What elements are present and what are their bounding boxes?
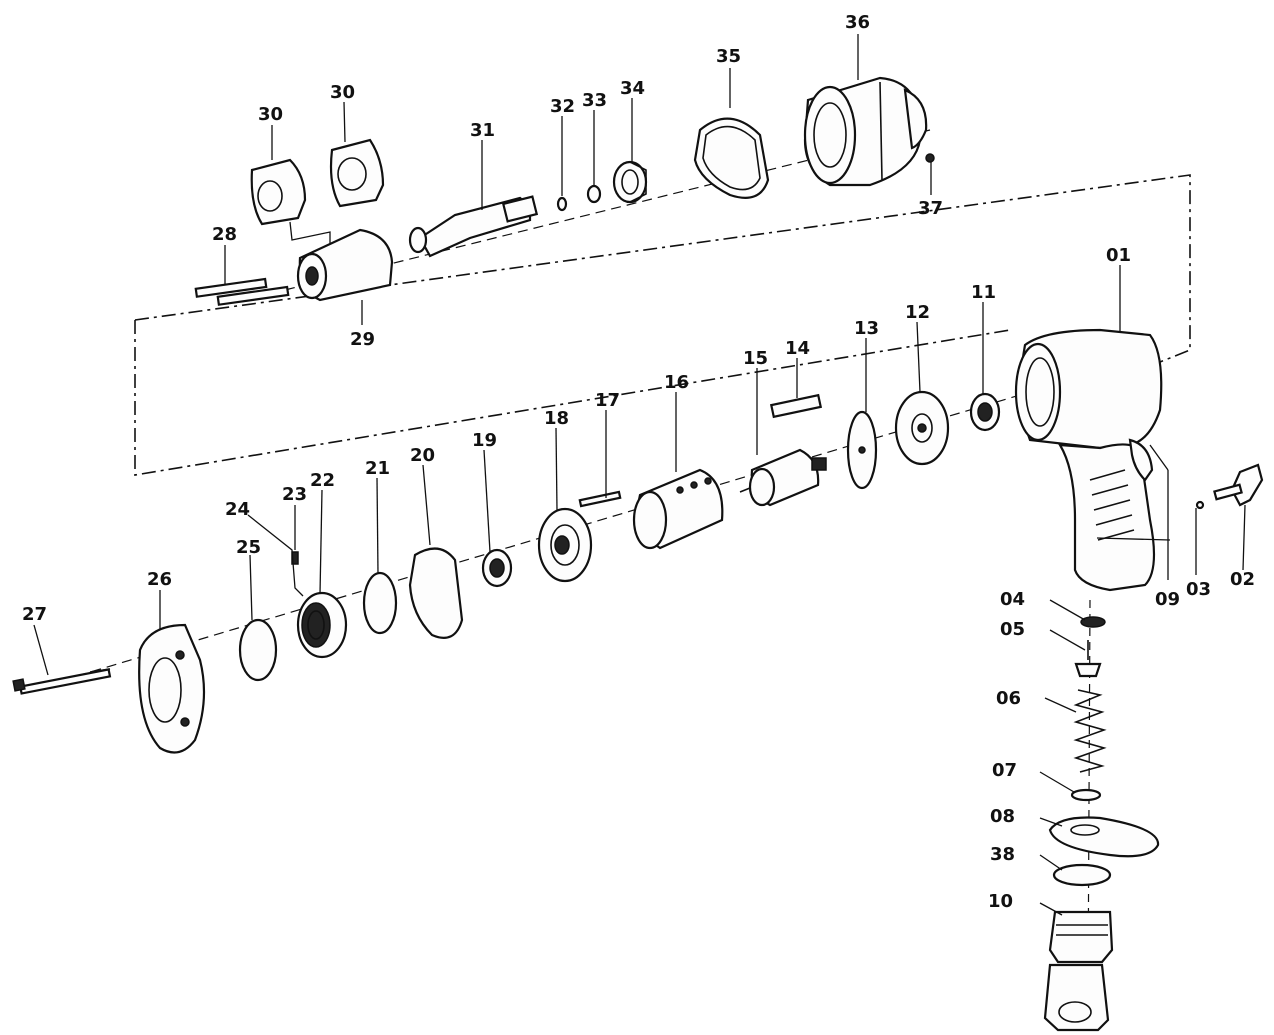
part-07-o-ring <box>1070 788 1102 802</box>
part-08-valve-plate <box>1048 816 1160 858</box>
label-part-14: 14 <box>785 338 810 359</box>
part-18-front-plate <box>537 507 593 583</box>
part-34-bushing <box>612 160 648 204</box>
label-part-30-a: 30 <box>258 104 283 125</box>
label-part-37: 37 <box>918 198 943 219</box>
label-part-02: 02 <box>1230 569 1255 590</box>
label-part-05: 05 <box>1000 619 1025 640</box>
label-part-04: 04 <box>1000 589 1025 610</box>
part-10-valve-body <box>1043 910 1114 1032</box>
part-30-hammer-left <box>250 158 307 226</box>
part-09-lead-line <box>1096 537 1171 541</box>
part-17-pin <box>578 490 622 508</box>
label-part-27: 27 <box>22 604 47 625</box>
label-part-18: 18 <box>544 408 569 429</box>
label-part-23: 23 <box>282 484 307 505</box>
part-04-seal <box>1080 616 1106 628</box>
label-part-09: 09 <box>1155 589 1180 610</box>
assembly-boundary-line-lower <box>134 320 1011 476</box>
label-part-38: 38 <box>990 844 1015 865</box>
label-part-19: 19 <box>472 430 497 451</box>
label-part-24: 24 <box>225 499 250 520</box>
label-part-17: 17 <box>595 390 620 411</box>
label-part-31: 31 <box>470 120 495 141</box>
label-part-11: 11 <box>971 282 996 303</box>
label-part-25: 25 <box>236 537 261 558</box>
part-15-rotor <box>739 448 827 507</box>
assembly-boundary-line <box>134 174 1191 363</box>
part-37-screw <box>925 153 935 163</box>
label-part-10: 10 <box>988 891 1013 912</box>
part-25-o-ring <box>238 618 278 682</box>
label-part-20: 20 <box>410 445 435 466</box>
leader-lines <box>33 34 1246 916</box>
part-13-washer <box>846 410 878 490</box>
part-30-hammer-right <box>329 138 385 208</box>
part-22-reverse-valve <box>296 591 348 659</box>
label-part-21: 21 <box>365 458 390 479</box>
label-part-12: 12 <box>905 302 930 323</box>
label-part-34: 34 <box>620 78 645 99</box>
label-part-07: 07 <box>992 760 1017 781</box>
label-part-01: 01 <box>1106 245 1131 266</box>
part-02-air-inlet <box>1213 463 1264 507</box>
hammer-connector-lines <box>289 221 331 246</box>
label-part-06: 06 <box>996 688 1021 709</box>
part-29-hammer-cage <box>296 228 394 302</box>
part-03-seal <box>1195 500 1205 510</box>
part-35-gasket <box>693 117 770 199</box>
part-06-spring <box>1073 689 1107 773</box>
label-part-33: 33 <box>582 90 607 111</box>
part-27-bolt <box>12 668 112 695</box>
label-part-36: 36 <box>845 12 870 33</box>
part-32-ring <box>556 196 568 212</box>
label-part-26: 26 <box>147 569 172 590</box>
lower-axis <box>29 394 1021 691</box>
part-20-gasket <box>408 547 464 639</box>
label-part-28: 28 <box>212 224 237 245</box>
part-36-front-housing <box>803 76 928 187</box>
part-12-end-plate <box>894 390 950 466</box>
label-part-29: 29 <box>350 329 375 350</box>
part-19-bearing <box>481 548 513 588</box>
part-33-ring <box>586 184 602 204</box>
label-part-03: 03 <box>1186 579 1211 600</box>
label-part-32: 32 <box>550 96 575 117</box>
part-35-gasket-inner <box>702 125 761 191</box>
part-38-o-ring <box>1052 863 1112 887</box>
label-part-30-b: 30 <box>330 82 355 103</box>
label-part-35: 35 <box>716 46 741 67</box>
part-31-anvil <box>408 195 539 258</box>
part-28-pins <box>194 277 290 306</box>
label-part-16: 16 <box>664 372 689 393</box>
part-16-cylinder <box>632 468 724 550</box>
label-part-22: 22 <box>310 470 335 491</box>
part-01-main-housing <box>1014 328 1163 592</box>
part-14-vane <box>769 393 823 419</box>
part-26-rear-cover <box>138 623 206 754</box>
label-part-15: 15 <box>743 348 768 369</box>
part-11-bearing <box>969 392 1001 432</box>
part-24-lead-line <box>247 514 304 597</box>
part-05-valve-stem <box>1074 640 1102 678</box>
part-21-o-ring <box>362 571 398 635</box>
label-part-13: 13 <box>854 318 879 339</box>
part-labels: 36 35 34 33 32 31 30 30 37 28 29 01 11 1… <box>22 12 1255 912</box>
label-part-08: 08 <box>990 806 1015 827</box>
